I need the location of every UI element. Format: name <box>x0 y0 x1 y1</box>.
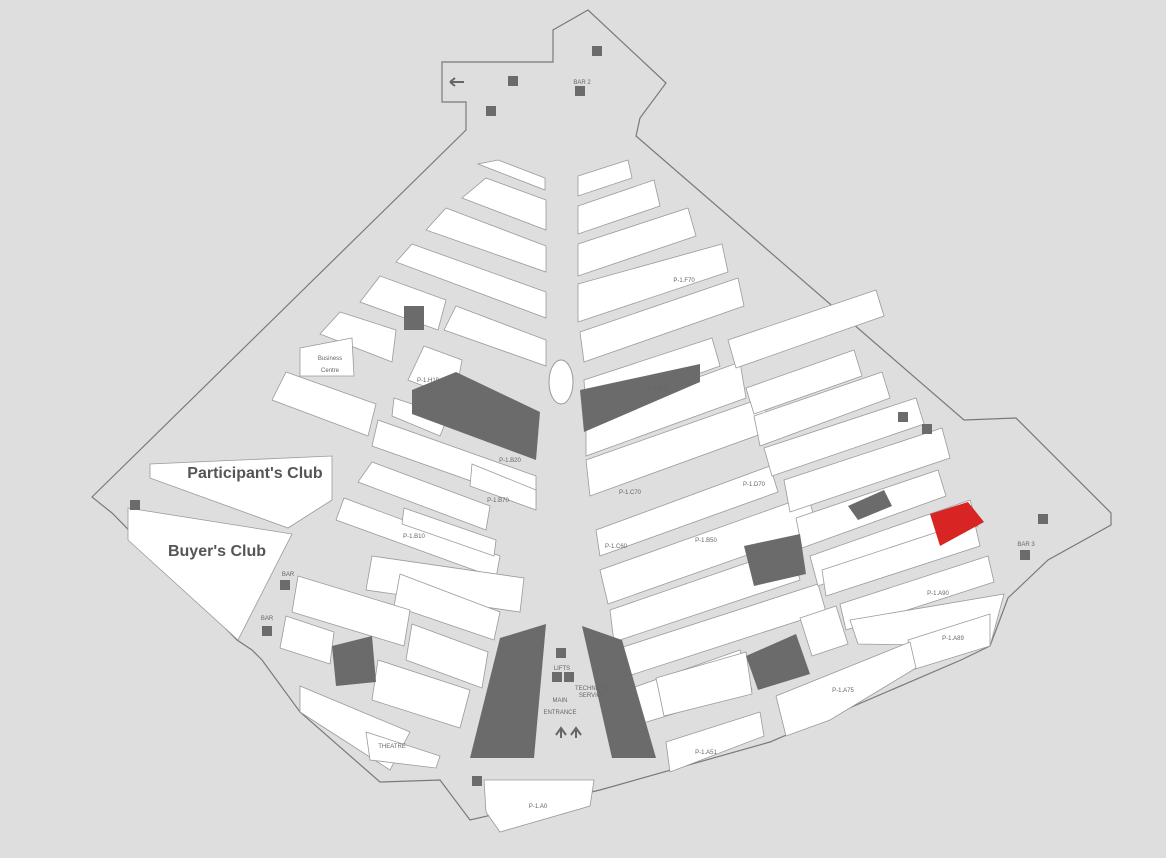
stand[interactable] <box>405 623 489 689</box>
stand[interactable] <box>365 555 525 613</box>
technical-service-label-2: SERVICE <box>579 693 605 699</box>
stand-label-a90: P-1.A90 <box>927 591 949 597</box>
stand[interactable] <box>579 277 745 363</box>
stand[interactable] <box>359 275 447 331</box>
stand[interactable] <box>271 371 377 437</box>
bar-icon <box>262 626 272 636</box>
stand-label-b10: P-1.B10 <box>403 534 425 540</box>
exit-icon <box>898 412 908 422</box>
bar-3-label: BAR 3 <box>1017 542 1035 548</box>
stand-label-c70: P-1.C70 <box>619 490 642 496</box>
stand[interactable] <box>279 615 335 665</box>
stand[interactable] <box>577 159 633 197</box>
large-stands <box>127 337 917 833</box>
stand[interactable] <box>393 573 501 641</box>
stand-p1-a51[interactable] <box>665 711 765 773</box>
stand-label-a51: P-1.A51 <box>695 750 717 756</box>
toilet-icon <box>472 776 482 786</box>
stand[interactable] <box>425 207 547 273</box>
bar-label: BAR <box>282 572 295 578</box>
stand-label-a89: P-1.A89 <box>942 636 964 642</box>
entrance-arrow-icon <box>570 726 582 738</box>
central-pillar <box>548 359 574 405</box>
stand-label-h19: P-1.H19 <box>417 378 440 384</box>
buyers-club-label: Buyer's Club <box>168 543 266 560</box>
stand[interactable] <box>839 555 995 631</box>
bar-icon <box>280 580 290 590</box>
stand-label-b70: P-1.B70 <box>487 498 509 504</box>
stand[interactable] <box>476 159 546 191</box>
reserved-block-right-entrance <box>582 626 656 758</box>
stand-label-c60: P-1.C60 <box>605 544 628 550</box>
bar-3-icon <box>1020 550 1030 560</box>
toilet-icon <box>1038 514 1048 524</box>
toilet-icon <box>922 424 932 434</box>
lifts-icon <box>552 672 562 682</box>
stand-label-b20: P-1.B20 <box>499 458 521 464</box>
stand[interactable] <box>745 349 863 415</box>
stand-label-a75: P-1.A75 <box>832 688 854 694</box>
business-centre-area[interactable] <box>299 337 355 377</box>
info-icon <box>556 648 566 658</box>
stand[interactable] <box>799 605 849 657</box>
stand[interactable] <box>443 305 547 367</box>
business-centre-label-2: Centre <box>321 368 340 374</box>
stand[interactable] <box>595 465 779 557</box>
theatre-label: THEATRE <box>378 744 406 750</box>
reserved-block-left-entrance <box>470 624 546 758</box>
stand[interactable] <box>783 427 951 513</box>
stand[interactable] <box>371 659 471 729</box>
selected-stand[interactable] <box>930 502 984 546</box>
stand[interactable] <box>357 461 491 531</box>
toilet-icon <box>130 500 140 510</box>
buyers-club-area[interactable] <box>127 507 293 641</box>
reserved-block <box>744 534 806 586</box>
technical-service-label-1: TECHNICAL <box>575 686 610 692</box>
business-centre-label-1: Business <box>318 356 342 362</box>
left-stand-rows <box>271 159 547 771</box>
stand[interactable] <box>577 179 661 235</box>
stand-p1-a0[interactable] <box>483 779 595 833</box>
stand[interactable] <box>365 731 441 769</box>
lifts-label: LIFTS <box>554 666 570 672</box>
bar-2-label: BAR 2 <box>573 80 591 86</box>
entrance-arrow-icon <box>555 726 567 738</box>
reserved-block <box>848 490 892 520</box>
reserved-block <box>412 372 540 460</box>
reserved-block <box>332 636 376 686</box>
stand[interactable] <box>753 371 891 447</box>
stand[interactable] <box>727 289 885 369</box>
exit-arrow-icon <box>449 77 464 87</box>
stand[interactable] <box>655 651 753 717</box>
stand[interactable] <box>395 243 547 319</box>
bar-2-icon <box>575 86 585 96</box>
bar-label: BAR <box>261 616 274 622</box>
reserved-block <box>746 634 810 690</box>
accessible-icon <box>564 672 574 682</box>
toilet-icon <box>592 46 602 56</box>
stand[interactable] <box>319 311 397 363</box>
stand-label-f70: P-1.F70 <box>673 278 695 284</box>
stand[interactable] <box>461 177 547 231</box>
accessible-icon <box>486 106 496 116</box>
stand-label-a0: P-1.A0 <box>529 804 548 810</box>
stand[interactable] <box>577 243 729 323</box>
stand-label-b50: P-1.B50 <box>695 538 717 544</box>
stand[interactable] <box>469 463 537 511</box>
info-icon <box>508 76 518 86</box>
participants-club-label: Participant's Club <box>187 465 323 482</box>
stand[interactable] <box>401 507 497 557</box>
reserved-blocks <box>332 306 984 758</box>
reserved-block <box>404 306 424 330</box>
stand-p1-a75[interactable] <box>775 641 917 737</box>
main-entrance-label-2: ENTRANCE <box>543 710 576 716</box>
stand[interactable] <box>577 207 697 277</box>
stand-label-e70: P-1.E70 <box>647 386 669 392</box>
stand-label-d70: P-1.D70 <box>743 482 766 488</box>
main-entrance-label-1: MAIN <box>553 698 568 704</box>
reserved-block <box>580 364 700 432</box>
stand[interactable] <box>291 575 411 647</box>
participants-club-area[interactable] <box>149 455 333 529</box>
